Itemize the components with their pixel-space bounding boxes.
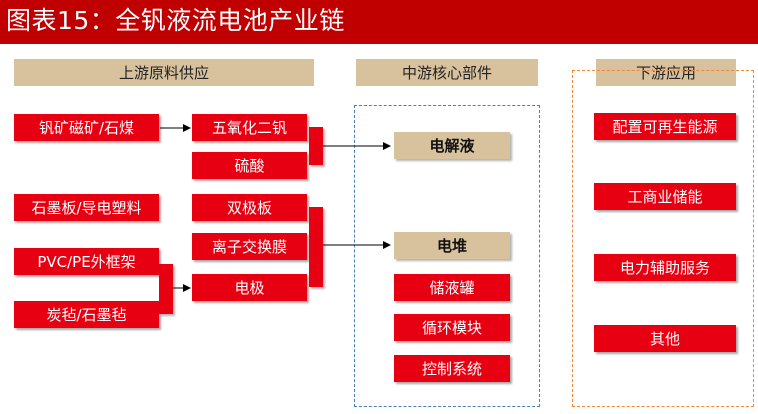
- downstream-ancillary-services: 电力辅助服务: [594, 254, 736, 281]
- midstream-header: 中游核心部件: [356, 59, 538, 86]
- midstream-tank: 储液罐: [394, 274, 510, 301]
- upstream-item-pvc-frame: PVC/PE外框架: [14, 248, 159, 275]
- downstream-commercial-storage: 工商业储能: [594, 183, 736, 210]
- downstream-other: 其他: [594, 325, 736, 352]
- upstream-item-v2o5: 五氧化二钒: [192, 114, 307, 141]
- bracket-stack-materials: [309, 207, 323, 287]
- bracket-frame-felt: [159, 264, 173, 314]
- upstream-item-membrane: 离子交换膜: [192, 233, 307, 260]
- downstream-header: 下游应用: [596, 59, 736, 86]
- upstream-item-bipolar-plate: 双极板: [192, 194, 307, 221]
- downstream-frame: [572, 70, 754, 407]
- midstream-control-system: 控制系统: [394, 355, 510, 382]
- upstream-item-ore: 钒矿磁矿/石煤: [14, 114, 159, 141]
- upstream-item-carbon-felt: 炭毡/石墨毡: [14, 301, 159, 328]
- upstream-header: 上游原料供应: [14, 59, 314, 86]
- midstream-electrolyte: 电解液: [394, 132, 510, 159]
- midstream-stack: 电堆: [394, 232, 510, 259]
- upstream-item-sulfuric-acid: 硫酸: [192, 152, 307, 179]
- midstream-frame: [354, 105, 540, 407]
- upstream-item-electrode: 电极: [192, 274, 307, 301]
- title-bar: 图表15：全钒液流电池产业链: [0, 0, 758, 44]
- bracket-electrolyte-materials: [309, 127, 323, 165]
- downstream-renewables: 配置可再生能源: [594, 113, 736, 140]
- upstream-item-graphite-plate: 石墨板/导电塑料: [14, 194, 159, 221]
- midstream-circulation-module: 循环模块: [394, 314, 510, 341]
- page-title: 图表15：全钒液流电池产业链: [6, 6, 345, 35]
